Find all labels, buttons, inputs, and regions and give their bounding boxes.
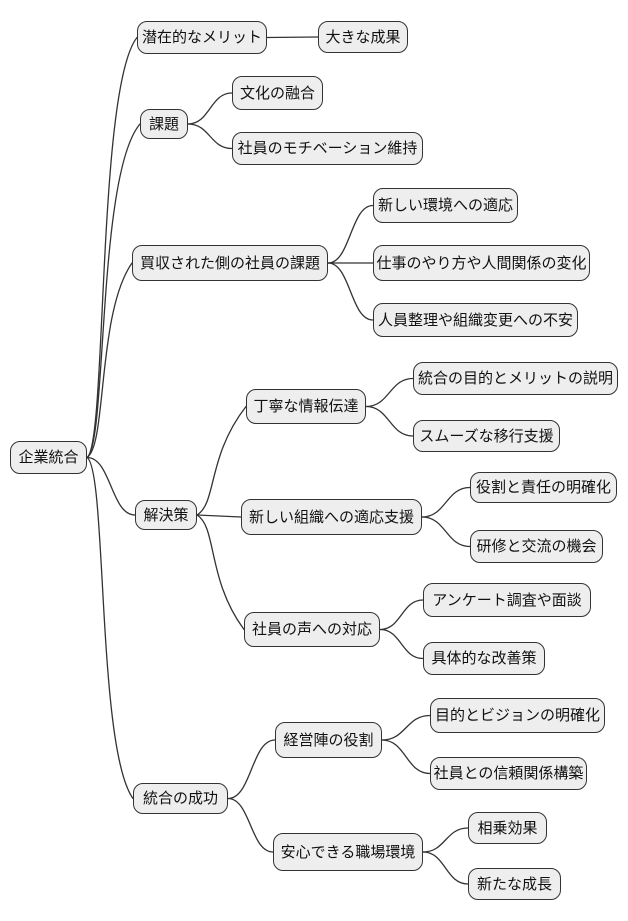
edge-connector: [86, 262, 133, 459]
node-synergy: 相乗効果: [468, 812, 547, 844]
node-employee-motivation: 社員のモチベーション維持: [232, 132, 423, 165]
node-training-exchange-opportunities: 研修と交流の機会: [470, 530, 603, 563]
edge-connector: [86, 456, 134, 800]
node-purpose-vision-clarification: 目的とビジョンの明確化: [430, 698, 605, 733]
node-acquired-employees-challenges: 買収された側の社員の課題: [132, 245, 328, 281]
node-secure-workplace: 安心できる職場環境: [273, 833, 423, 871]
edge-connector: [381, 714, 431, 741]
node-careful-communication: 丁寧な情報伝達: [246, 389, 366, 424]
edge-connector: [227, 797, 274, 853]
edge-connector: [86, 36, 138, 459]
node-new-growth: 新たな成長: [468, 868, 561, 900]
node-adapting-new-environment: 新しい環境への適応: [373, 188, 518, 223]
node-integration-success: 統合の成功: [133, 783, 228, 814]
node-smooth-transition-support: スムーズな移行支援: [413, 420, 560, 452]
node-management-role: 経営陣の役割: [275, 722, 382, 758]
edge-connector: [196, 514, 242, 518]
edge-connector: [421, 516, 471, 548]
node-big-results: 大きな成果: [318, 21, 408, 53]
node-corporate-integration: 企業統合: [10, 441, 87, 474]
node-trust-building: 社員との信頼関係構築: [430, 757, 587, 790]
edge-connector: [86, 123, 141, 459]
node-cultural-integration: 文化の融合: [232, 76, 323, 110]
node-role-responsibility-clarification: 役割と責任の明確化: [470, 472, 617, 503]
edge-connector: [196, 514, 245, 631]
edge-connector: [86, 456, 136, 516]
node-work-style-relationship-changes: 仕事のやり方や人間関係の変化: [373, 245, 590, 281]
edge-connector: [327, 262, 374, 321]
edge-connector: [196, 405, 247, 516]
node-solutions: 解決策: [135, 500, 197, 530]
edge-connector: [266, 36, 319, 39]
edge-connector: [379, 599, 424, 631]
node-restructuring-anxiety: 人員整理や組織変更への不安: [373, 303, 578, 337]
edge-connector: [327, 204, 374, 264]
edge-connector: [187, 123, 233, 150]
node-purpose-merit-explanation: 統合の目的とメリットの説明: [413, 362, 618, 395]
edge-connector: [187, 92, 233, 125]
node-responding-employee-voices: 社員の声への対応: [244, 612, 380, 647]
node-surveys-interviews: アンケート調査や面談: [423, 583, 591, 617]
edge-connector: [422, 851, 469, 885]
node-concrete-improvements: 具体的な改善策: [423, 642, 545, 675]
node-challenges: 課題: [140, 109, 188, 139]
node-adaptation-support: 新しい組織への適応支援: [241, 499, 422, 535]
edge-connector: [365, 405, 414, 437]
edge-connector: [365, 377, 414, 408]
node-potential-merits: 潜在的なメリット: [137, 21, 267, 54]
edge-connector: [422, 827, 469, 853]
edge-connector: [421, 486, 471, 518]
edge-connector: [227, 739, 276, 800]
edge-connector: [381, 739, 431, 775]
edge-connector: [379, 628, 424, 660]
